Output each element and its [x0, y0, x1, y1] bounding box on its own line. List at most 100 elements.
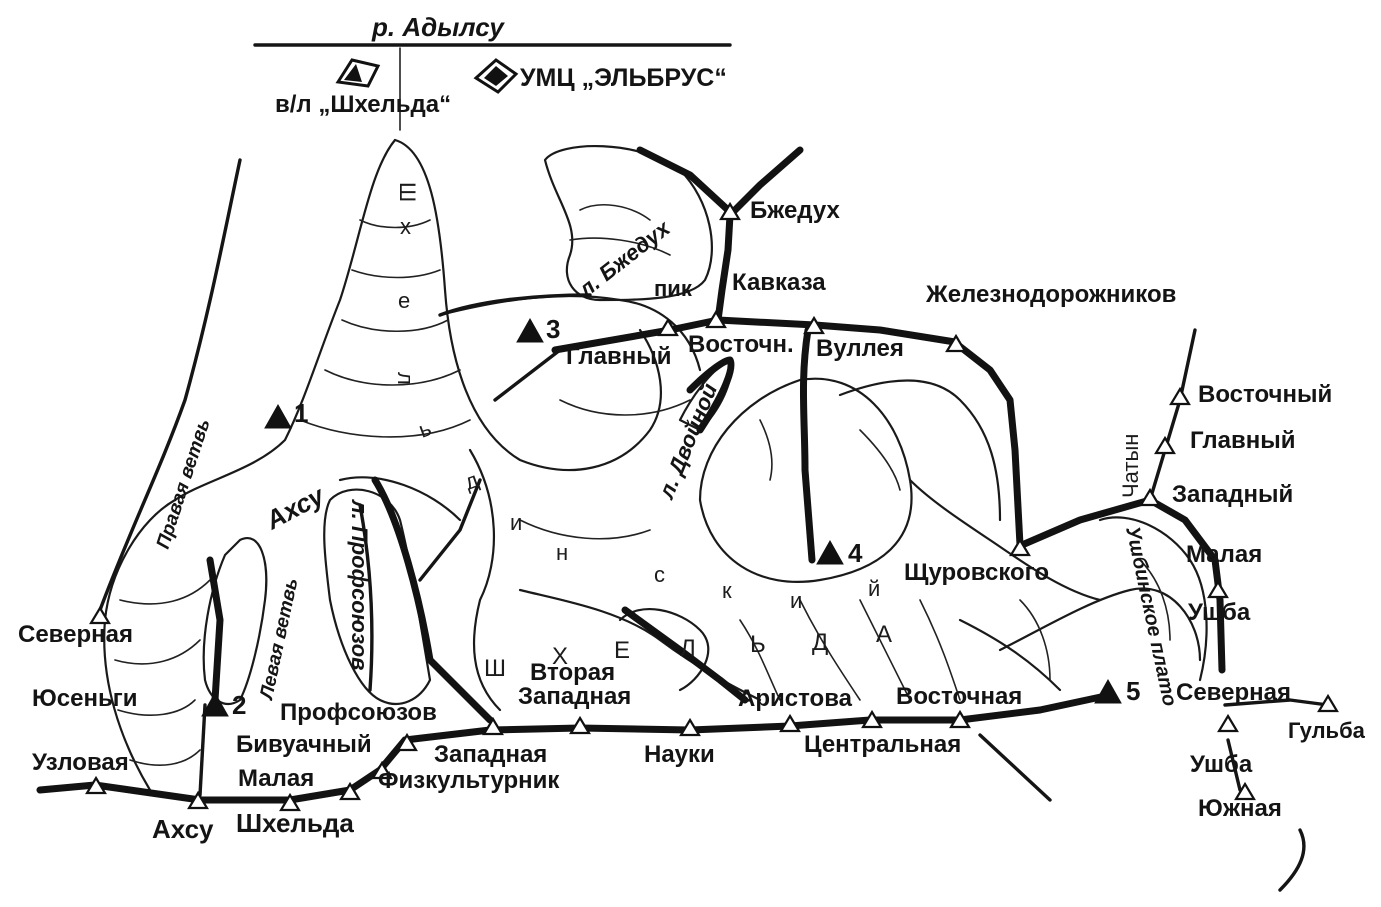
svg-text:Ь: Ь — [750, 631, 766, 658]
camp-1-marker — [264, 403, 292, 429]
peak-glavny-label: Главный — [566, 343, 672, 370]
glacier-letters-caps: Ш Х Е Л Ь Д А — [484, 621, 892, 682]
peak-yuzhnaya-label: Южная — [1198, 795, 1282, 822]
peak-zheleznodorozhnikov-marker — [945, 333, 967, 353]
peak-profsoyuzov-label: Профсоюзов — [280, 699, 437, 726]
camp-4-label: 4 — [848, 538, 863, 568]
peak-glavny-c-marker — [1154, 435, 1176, 455]
camp-2-marker — [201, 691, 229, 717]
peak-bivuachny-label: Бивуачный — [236, 731, 372, 758]
peak-vullea-marker — [803, 315, 825, 335]
peak-gulba-label: Гульба — [1288, 718, 1366, 743]
peak-bzheduh-label: Бжедух — [750, 197, 840, 224]
peak-glavny-marker — [657, 317, 679, 337]
svg-text:к: к — [722, 578, 732, 603]
svg-text:Х: Х — [552, 643, 568, 670]
peak-aristova-label: Аристова — [738, 685, 853, 712]
peak-bivuachny-marker — [396, 732, 418, 752]
peak-malaya-ushba-marker — [1207, 579, 1229, 599]
svg-text:Д: Д — [812, 629, 828, 656]
camp-5-label: 5 — [1126, 676, 1140, 706]
peak-uzlovaya-marker — [85, 775, 107, 795]
glacier-profsoyuzov-label: л. Профсоюзов — [347, 499, 372, 670]
peak-centralnaya-marker — [861, 709, 883, 729]
peak-malaya-ushba-label: Малая — [1186, 541, 1262, 568]
peak-fizkulturnik-marker — [371, 760, 393, 780]
peak-zapadnaya-marker — [482, 716, 504, 736]
camp-1-label: 1 — [294, 398, 308, 428]
camp-markers — [201, 317, 1122, 717]
svg-text:А: А — [876, 621, 892, 648]
peak-zapadnaya-label: Западная — [434, 741, 547, 768]
glacier-shkhelda-outline — [103, 138, 1208, 792]
svg-text:и: и — [510, 510, 522, 535]
camp-3-marker — [516, 317, 544, 343]
peak-nauki-marker — [679, 717, 701, 737]
glacier-akhsu-label: Ахсу — [260, 479, 330, 535]
svg-text:л: л — [393, 372, 418, 385]
svg-text:й: й — [868, 576, 880, 601]
peak-zapadny-label: Западный — [1172, 481, 1293, 508]
svg-text:Ш: Ш — [484, 655, 506, 682]
base-label-elbrus: УМЦ „ЭЛЬБРУС“ — [520, 64, 727, 92]
svg-text:х: х — [400, 214, 411, 239]
peak-kavkaza-marker — [705, 309, 727, 329]
peak-vostochny-marker — [1169, 386, 1191, 406]
peak-shchurovskogo-label: Щуровского — [904, 559, 1049, 586]
peak-shkhelda-label: Шхельда — [236, 808, 354, 838]
peak-severnaya-ushba-label: Северная — [1176, 679, 1291, 706]
peak-labels: Бжедух пик Кавказа Железнодорожников Гла… — [18, 197, 1366, 844]
svg-text:Ш: Ш — [395, 182, 420, 202]
peak-akhsu-marker — [187, 790, 209, 810]
contour-hatching — [114, 204, 1171, 766]
peak-vostochny-label: Восточный — [1198, 381, 1332, 408]
peak-zapadnaya2-label: Западная — [518, 683, 631, 710]
peak-vostochn-label: Восточн. — [688, 331, 794, 358]
svg-text:с: с — [654, 562, 665, 587]
river-adylsu — [253, 43, 732, 131]
peak-severnaya-ushba-marker — [1217, 713, 1239, 733]
peak-ushba-s-label: Ушба — [1190, 751, 1253, 778]
peak-vtoraya-marker — [569, 715, 591, 735]
peak-ushba-m-label: Ушба — [1188, 599, 1251, 626]
glacier-dvoinoy-label: л. Двойной — [653, 379, 722, 503]
peak-vostochnaya-label: Восточная — [896, 683, 1022, 710]
base-icon-right — [473, 58, 519, 94]
peak-fizkulturnik-label: Физкультурник — [378, 767, 560, 794]
svg-text:н: н — [556, 540, 568, 565]
svg-text:Л: Л — [680, 635, 696, 662]
peak-malaya-label: Малая — [238, 765, 314, 792]
peak-pik-label: пик — [654, 276, 693, 301]
peak-bzheduh-marker — [719, 201, 741, 221]
peak-shchurovskogo-marker — [1009, 537, 1031, 557]
peak-aristova-marker — [779, 713, 801, 733]
camp-4-marker — [816, 539, 844, 565]
peak-centralnaya-label: Центральная — [804, 731, 961, 758]
camp-3-label: 3 — [546, 314, 560, 344]
peak-vullea-label: Вуллея — [816, 335, 904, 362]
svg-text:е: е — [398, 288, 410, 313]
peak-uzlovaya-label: Узловая — [32, 749, 129, 776]
peak-severnaya-y-marker — [89, 605, 111, 625]
svg-text:ь: ь — [415, 415, 434, 442]
svg-text:и: и — [790, 588, 802, 613]
base-label-shkhelda: в/л „Шхельда“ — [275, 91, 451, 118]
peak-glavny-c-label: Главный — [1190, 427, 1296, 454]
peak-yusengi-label: Юсеньги — [32, 685, 137, 712]
left-branch-label: Левая ветвь — [256, 576, 303, 703]
peak-zapadny-marker — [1139, 487, 1161, 507]
peak-yuzhnaya-marker — [1234, 781, 1256, 801]
svg-text:Е: Е — [614, 637, 630, 664]
river-label: р. Адылсу — [371, 12, 505, 42]
peak-vtoraya-label: Вторая — [530, 659, 615, 686]
camp-2-label: 2 — [232, 690, 246, 720]
peak-gulba-marker — [1317, 693, 1339, 713]
peak-akhsu-label: Ахсу — [152, 814, 214, 844]
glacier-chatyn-label: Чатын — [1118, 434, 1143, 498]
camp-5-marker — [1094, 678, 1122, 704]
peak-nauki-label: Науки — [644, 741, 715, 768]
peak-kavkaza-label: Кавказа — [732, 269, 826, 296]
peak-severnaya-y-label: Северная — [18, 621, 133, 648]
peak-markers — [85, 201, 1339, 812]
